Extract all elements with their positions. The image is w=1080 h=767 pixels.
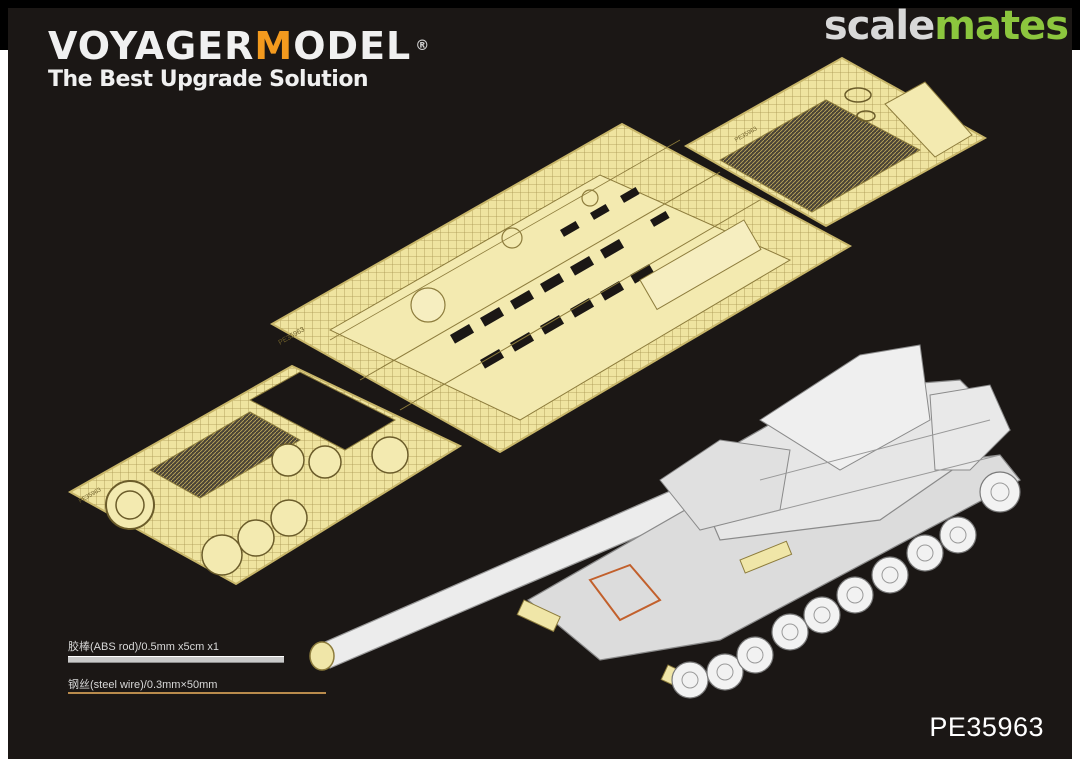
abs-rod-sample <box>68 656 284 663</box>
brand-voyager: VOYAGER <box>48 24 255 68</box>
brand-m-accent: M <box>254 24 294 68</box>
registered-mark: ® <box>415 38 431 54</box>
product-code: PE35963 <box>929 712 1044 742</box>
voyager-model-logo: VOYAGERMODEL® <box>48 24 430 68</box>
abs-rod-legend: 胶棒(ABS rod)/0.5mm x5cm x1 <box>68 641 219 653</box>
brand-tagline: The Best Upgrade Solution <box>48 67 369 92</box>
scalemates-watermark: scalemates <box>823 3 1069 49</box>
watermark-scale: scale <box>823 3 935 49</box>
photo-etch-fret-left: PE35963 <box>67 364 463 586</box>
steel-wire-sample <box>68 692 326 694</box>
steel-wire-legend: 钢丝(steel wire)/0.3mm×50mm <box>68 679 218 691</box>
self-propelled-gun-model <box>309 344 1021 699</box>
brand-odel: ODEL <box>293 24 412 68</box>
watermark-mates: mates <box>934 3 1069 49</box>
photo-etch-fret-small-top: PE35963 <box>683 56 988 228</box>
photo-etch-fret-large: PE35963 <box>269 122 853 454</box>
